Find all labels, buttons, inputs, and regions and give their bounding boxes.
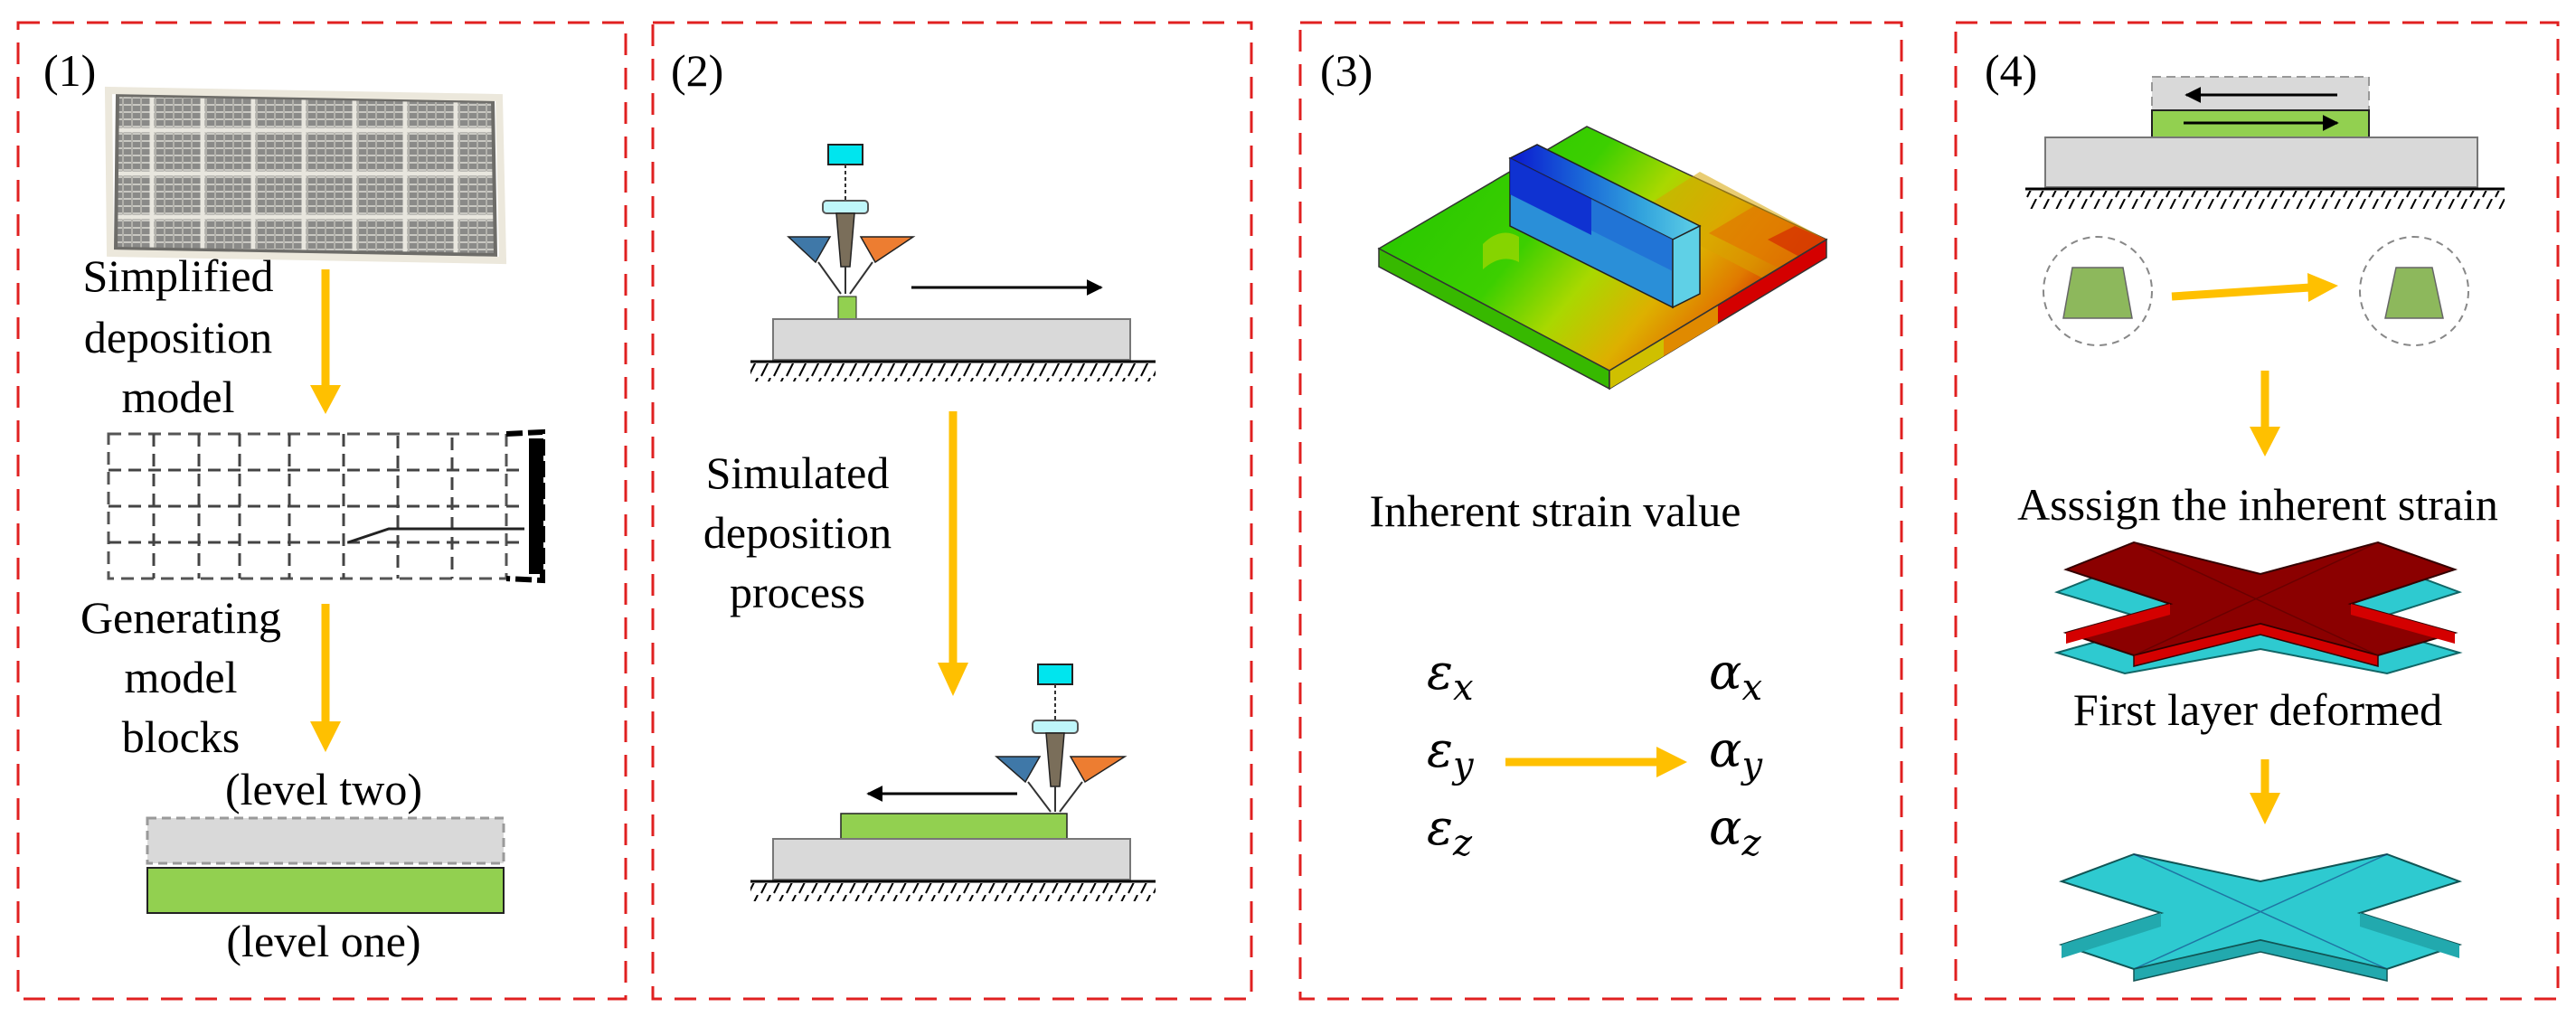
- cross-part-deformed-first-layer: [2053, 541, 2463, 675]
- strain-symbols: εx εy εz: [1427, 644, 1475, 864]
- yellow-arrow-down-4b: [2250, 759, 2280, 824]
- yellow-arrow-down-4a: [2250, 371, 2280, 457]
- fe-contour-plot: [1377, 126, 1828, 391]
- level-two-label: (level two): [225, 764, 422, 814]
- ground-hatch-bottom: [750, 883, 1156, 901]
- ground-hatch-top: [750, 363, 1156, 381]
- alpha-subscript-z: z: [1741, 823, 1761, 864]
- section-before: [2043, 236, 2153, 346]
- substrate-top: [772, 318, 1131, 361]
- panel-number-3: (3): [1320, 45, 1373, 96]
- panel-2: (2) Simulated deposition process: [651, 21, 1253, 1001]
- strain-subscript-z: z: [1452, 823, 1473, 864]
- alpha-x: α: [1709, 644, 1741, 701]
- level-two-layer: [146, 816, 505, 865]
- first-layer-caption: First layer deformed: [2073, 684, 2442, 735]
- alpha-subscript-x: x: [1741, 667, 1762, 709]
- level-one-layer: [146, 867, 505, 914]
- alpha-subscript-y: y: [1740, 745, 1763, 786]
- panel-3-border: [1298, 21, 1903, 1001]
- svg-text:εx: εx: [1427, 644, 1474, 709]
- yellow-arrow-right-3: [1505, 747, 1687, 777]
- generating-line-3: blocks: [122, 711, 241, 762]
- initial-deposit: [837, 296, 857, 320]
- generating-line-2: model: [125, 652, 238, 702]
- ground-hatch-panel-4: [2025, 191, 2505, 209]
- svg-text:εz: εz: [1427, 799, 1473, 864]
- panel-number-1: (1): [43, 45, 96, 96]
- strain-epsilon-x: ε: [1427, 644, 1453, 701]
- svg-text:εy: εy: [1427, 721, 1475, 786]
- strain-epsilon-z: ε: [1427, 799, 1453, 856]
- simplified-line-3: model: [122, 372, 235, 422]
- svg-text:αz: αz: [1709, 799, 1761, 864]
- yellow-arrow-down-1a: [310, 269, 341, 414]
- panel-1-border: [16, 21, 627, 1001]
- simplified-line-2: deposition: [84, 312, 272, 362]
- deposited-part-photo: [104, 86, 507, 265]
- process-line-1: Simulated: [706, 447, 890, 498]
- panel-number-2: (2): [671, 45, 723, 96]
- mesh-block-model: [107, 428, 545, 584]
- alpha-z: α: [1709, 799, 1741, 856]
- svg-text:αy: αy: [1709, 721, 1763, 786]
- panel-1: (1) Simplified deposition model Generati…: [16, 21, 627, 1001]
- alpha-y: α: [1709, 721, 1741, 778]
- alpha-symbols: αx αy αz: [1709, 644, 1763, 864]
- panel-3: (3) Inherent strain value εx εy: [1298, 21, 1903, 1001]
- panel-4: (4) Asssign the inherent strain: [1954, 21, 2560, 1001]
- panel-number-4: (4): [1985, 45, 2037, 96]
- yellow-arrow-right-4: [2171, 273, 2338, 302]
- yellow-arrow-down-1b: [310, 604, 341, 752]
- yellow-arrow-down-2: [938, 411, 968, 696]
- deposition-nozzle-bottom: [995, 664, 1128, 813]
- cross-part-final: [2058, 852, 2463, 982]
- inherent-strain-caption: Inherent strain value: [1370, 485, 1741, 536]
- assign-strain-caption: Asssign the inherent strain: [2017, 479, 2498, 530]
- deposited-track: [840, 813, 1068, 840]
- substrate-panel-4: [2044, 136, 2478, 188]
- shrinkage-layers: [2151, 76, 2370, 138]
- panel-2-border: [651, 21, 1253, 1001]
- level-one-label: (level one): [226, 916, 420, 966]
- process-line-2: deposition: [703, 507, 892, 558]
- strain-epsilon-y: ε: [1427, 721, 1453, 778]
- section-after: [2359, 236, 2469, 346]
- substrate-bottom: [772, 838, 1131, 880]
- strain-subscript-y: y: [1451, 745, 1475, 786]
- generating-line-1: Generating: [80, 592, 281, 643]
- simplified-line-1: Simplified: [82, 250, 273, 301]
- process-line-3: process: [730, 567, 865, 617]
- strain-subscript-x: x: [1453, 667, 1474, 709]
- deposition-nozzle-top: [787, 144, 916, 295]
- svg-text:αx: αx: [1709, 644, 1762, 709]
